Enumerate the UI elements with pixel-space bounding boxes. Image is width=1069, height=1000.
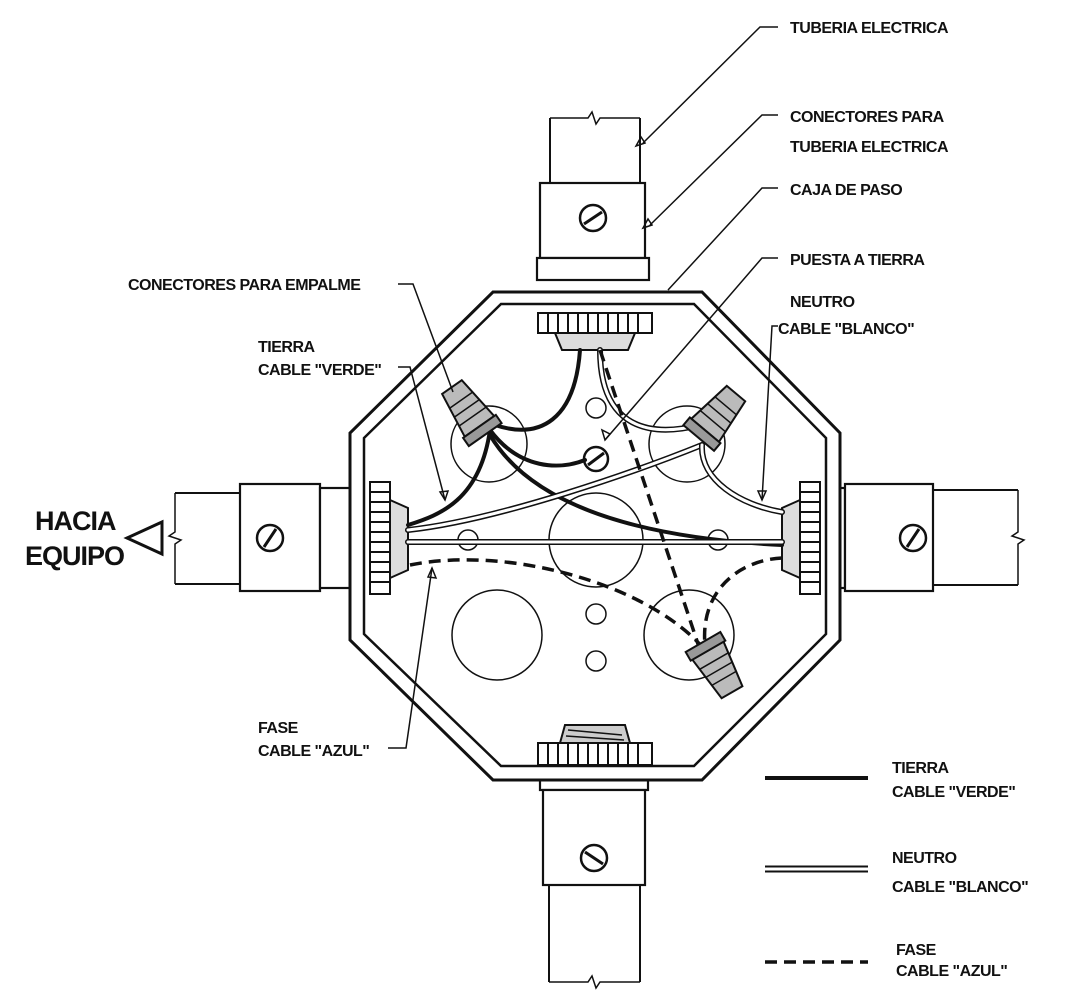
bottom-locknut (537, 724, 653, 766)
label-conectores-empalme: CONECTORES PARA EMPALME (128, 277, 361, 294)
right-locknut (781, 481, 821, 595)
label-hacia-line1: HACIA (35, 506, 116, 536)
label-neutro-line1: NEUTRO (790, 294, 855, 311)
label-fase-line2: CABLE "AZUL" (258, 743, 369, 760)
label-hacia-line2: EQUIPO (25, 541, 124, 571)
wire-nut-icon (684, 630, 744, 700)
screw-icon (898, 523, 928, 553)
screw-icon (579, 843, 609, 873)
legend-ground-line1: TIERRA (892, 760, 950, 777)
neutral-wires (405, 347, 785, 545)
legend-phase-line1: FASE (896, 942, 937, 959)
top-conduit (535, 110, 651, 282)
label-puesta-a-tierra: PUESTA A TIERRA (790, 252, 925, 269)
label-conectores-tuberia-line2: TUBERIA ELECTRICA (790, 139, 949, 156)
label-tierra-line2: CABLE "VERDE" (258, 362, 381, 379)
ground-screw-icon (582, 445, 610, 473)
wire-nut-icon (681, 384, 747, 453)
label-tuberia-electrica: TUBERIA ELECTRICA (790, 20, 949, 37)
left-locknut (369, 481, 409, 595)
label-conectores-tuberia-line1: CONECTORES PARA (790, 109, 945, 126)
left-conduit (167, 482, 352, 593)
legend-ground-line2: CABLE "VERDE" (892, 784, 1015, 801)
bottom-conduit (538, 768, 650, 990)
legend-neutral-line1: NEUTRO (892, 850, 957, 867)
ground-wires (406, 348, 784, 547)
legend-neutral-line2: CABLE "BLANCO" (892, 879, 1028, 896)
label-fase-line1: FASE (258, 720, 299, 737)
legend (765, 776, 868, 964)
junction-box (348, 290, 842, 782)
right-conduit (821, 482, 1026, 593)
screw-icon (255, 523, 285, 553)
label-neutro-line2: CABLE "BLANCO" (778, 321, 914, 338)
wire-nut-icon (440, 378, 503, 448)
phase-wires (409, 349, 783, 652)
leader-lines (388, 26, 778, 749)
top-locknut (537, 312, 653, 351)
screw-icon (578, 203, 608, 233)
label-caja-de-paso: CAJA DE PASO (790, 182, 902, 199)
direction-arrow-icon (123, 519, 164, 557)
legend-phase-line2: CABLE "AZUL" (896, 963, 1007, 980)
label-tierra-line1: TIERRA (258, 339, 316, 356)
